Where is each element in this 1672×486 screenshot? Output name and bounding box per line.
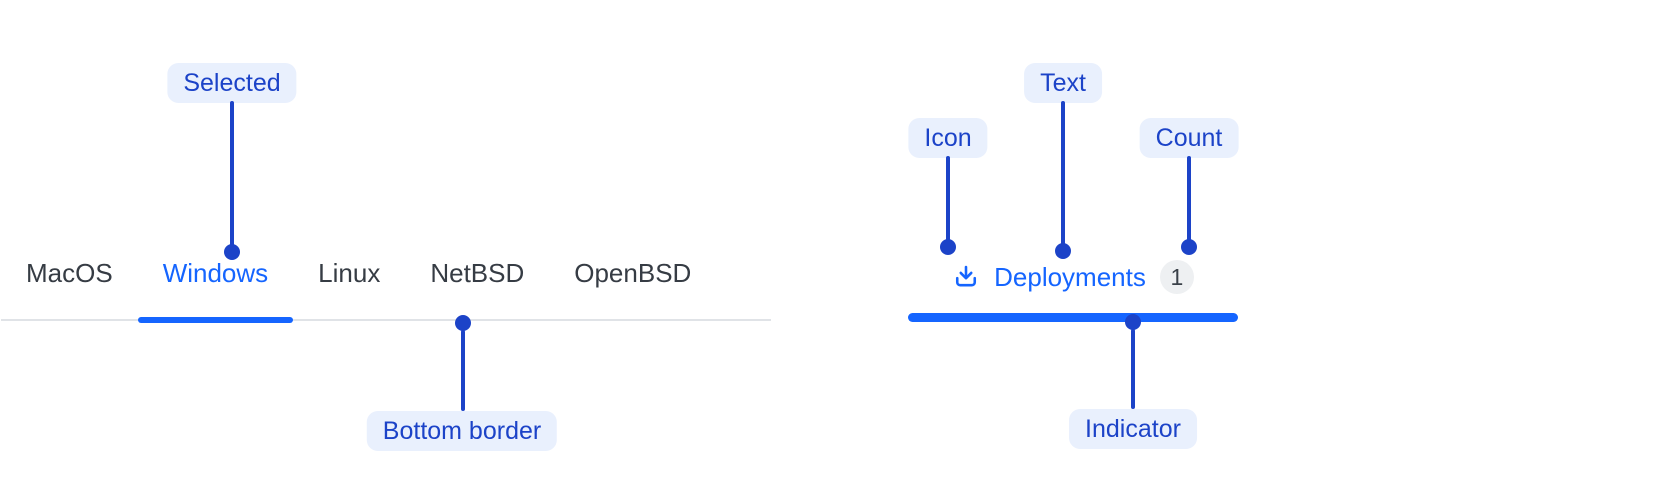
annotation-indicator-label: Indicator	[1069, 409, 1197, 449]
annotation-icon-line	[946, 156, 950, 241]
count-badge: 1	[1159, 260, 1194, 294]
annotation-selected-dot	[224, 244, 240, 260]
deployments-tab-label: Deployments	[994, 262, 1146, 292]
active-indicator	[908, 313, 1238, 322]
annotation-selected-label: Selected	[167, 63, 297, 103]
annotation-indicator-dot	[1125, 314, 1141, 330]
annotation-indicator-line	[1131, 329, 1135, 409]
annotation-bottom-border-dot	[455, 315, 471, 331]
tab-netbsd[interactable]: NetBSD	[430, 258, 525, 288]
annotation-bottom-border-line	[461, 330, 465, 411]
annotation-icon-label: Icon	[908, 118, 988, 158]
download-icon	[956, 265, 977, 287]
annotation-count-label: Count	[1139, 118, 1239, 158]
annotation-text-label: Text	[1024, 63, 1102, 103]
annotation-text-dot	[1055, 243, 1071, 259]
annotation-count-line	[1187, 156, 1191, 241]
annotation-text-line	[1061, 101, 1065, 245]
tab-bar: MacOS Windows Linux NetBSD OpenBSD	[1, 246, 771, 323]
tab-windows[interactable]: Windows	[137, 246, 294, 323]
deployments-tab[interactable]: Deployments 1	[908, 246, 1238, 322]
tab-linux[interactable]: Linux	[318, 258, 381, 288]
annotation-selected-line	[230, 101, 234, 248]
tab-openbsd[interactable]: OpenBSD	[574, 258, 692, 288]
annotation-count-dot	[1181, 239, 1197, 255]
annotation-bottom-border-label: Bottom border	[366, 411, 558, 451]
annotation-icon-dot	[940, 239, 956, 255]
tab-macos[interactable]: MacOS	[26, 258, 113, 288]
